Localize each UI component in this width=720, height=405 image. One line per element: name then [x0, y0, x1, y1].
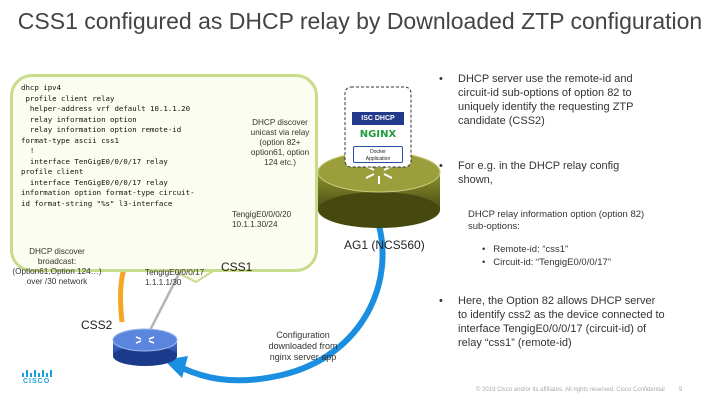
bullet-dot: •: [439, 160, 443, 172]
bullet-remote-circuit-id: • DHCP server use the remote-id and circ…: [439, 72, 720, 128]
relay-info-line: DHCP relay information option (option 82…: [468, 209, 645, 220]
cisco-logo-text: CISCO: [23, 378, 51, 385]
cisco-logo-icon: [22, 370, 52, 377]
relay-info-text: DHCP relay information option (option 82…: [468, 209, 644, 233]
bullet-line: candidate (CSS2): [458, 115, 545, 127]
label-line: nginx server app: [269, 352, 337, 362]
nginx-badge: NGINX: [352, 128, 404, 141]
code-line: relay information option remote-id: [21, 125, 182, 134]
page-number: 9: [679, 387, 683, 393]
config-callout: dhcp ipv4 profile client relay helper-ad…: [10, 74, 318, 272]
label-line: DHCP discover: [29, 247, 85, 256]
css2-router-icon: [112, 328, 178, 366]
docker-label-1: Docker: [370, 149, 386, 155]
code-line: helper-address vrf default 10.1.1.20: [21, 104, 191, 113]
bullet-for-example: • For e.g. in the DHCP relay config show…: [439, 159, 720, 187]
code-line: interface TenGigE0/0/0/17 relay: [21, 177, 168, 187]
bullet-line: shown,: [458, 174, 493, 186]
bullet-dot: •: [439, 73, 443, 85]
bullet-line: For e.g. in the DHCP relay config: [458, 160, 620, 172]
sub-bullet-dot: •: [482, 244, 494, 255]
config-downloaded-label: Configuration downloaded from nginx serv…: [258, 330, 348, 363]
label-line: (option 82+: [259, 138, 301, 147]
label-line: TengigE0/0/0/17: [145, 268, 205, 277]
relay-info-line: sub-options:: [468, 221, 520, 232]
label-line: TengigE0/0/0/20: [232, 210, 292, 219]
label-line: DHCP discover: [252, 118, 308, 127]
ag1-interface-label: TengigE0/0/0/20 10.1.1.30/24: [232, 210, 291, 230]
link-css2-css1: [143, 261, 187, 341]
remote-id-text: Remote-id: “css1”: [493, 244, 569, 255]
sub-bullet-dot: •: [482, 257, 494, 268]
label-line: 10.1.1.30/24: [232, 220, 278, 229]
code-line: profile client: [21, 167, 84, 176]
nginx-label: NGINX: [359, 129, 397, 140]
dhcp-discover-unicast-label: DHCP discover unicast via relay (option …: [236, 118, 324, 168]
label-line: downloaded from: [268, 341, 338, 351]
css1-interface-label: TengigE0/0/0/17 1.1.1.1/30: [145, 268, 204, 288]
ag1-name-label: AG1 (NCS560): [344, 238, 425, 252]
docker-app-badge: Docker Application: [353, 146, 403, 163]
circuit-id-text: Circuit-id: “TengigE0/0/0/17”: [493, 257, 611, 268]
code-line: dhcp ipv4: [21, 83, 62, 92]
docker-container-box: [344, 86, 412, 168]
label-line: 1.1.1.1/30: [145, 278, 182, 287]
code-line: !: [21, 146, 35, 155]
code-line: interface TenGigE0/0/0/17 relay: [21, 156, 168, 166]
config-code: dhcp ipv4 profile client relay helper-ad…: [21, 83, 307, 209]
bullet-line: uniquely identify the requesting ZTP: [458, 101, 634, 113]
remote-id-item: • Remote-id: “css1”: [482, 244, 568, 255]
bullet-dot: •: [439, 295, 443, 307]
copyright-text: © 2019 Cisco and/or its affiliates. All …: [476, 387, 665, 393]
bullet-line: Here, the Option 82 allows DHCP server: [458, 295, 656, 307]
label-line: (Option61,Option 124…): [12, 267, 102, 276]
css2-name-label: CSS2: [81, 318, 113, 332]
bullet-line: DHCP server use the remote-id and: [458, 73, 633, 85]
label-line: 124 etc.): [264, 158, 296, 167]
isc-dhcp-badge: ISC DHCP: [352, 112, 404, 125]
css1-name-label: CSS1: [221, 260, 253, 274]
docker-label-2: Application: [365, 155, 391, 162]
code-line: profile client relay: [21, 93, 115, 103]
label-line: unicast via relay: [250, 128, 310, 137]
bullet-line: circuit-id sub-options of option 82 to: [458, 87, 632, 99]
code-line: format-type ascii css1: [21, 135, 119, 145]
dhcp-discover-broadcast-label: DHCP discover broadcast: (Option61,Optio…: [2, 247, 112, 287]
bullet-line: to identify css2 as the device connected…: [458, 309, 665, 321]
circuit-id-item: • Circuit-id: “TengigE0/0/0/17”: [482, 257, 611, 268]
code-line: id format-string "%s" l3-interface: [21, 198, 173, 208]
bullet-line: relay “css1” (remote-id): [458, 337, 572, 349]
label-line: broadcast:: [37, 257, 77, 266]
bullet-line: interface TengigE0/0/0/17 (circuit-id) o…: [458, 323, 647, 335]
label-line: over /30 network: [26, 277, 88, 286]
isc-dhcp-label: ISC DHCP: [361, 115, 395, 122]
code-line: information option format-type circuit-: [21, 188, 195, 197]
slide-title: CSS1 configured as DHCP relay by Downloa…: [17, 8, 703, 34]
label-line: option61, option: [250, 148, 310, 157]
label-line: Configuration: [276, 330, 330, 340]
blue-arrow-download: [180, 221, 386, 384]
bullet-option82-explanation: • Here, the Option 82 allows DHCP server…: [439, 294, 720, 350]
code-line: relay information option: [21, 114, 137, 124]
